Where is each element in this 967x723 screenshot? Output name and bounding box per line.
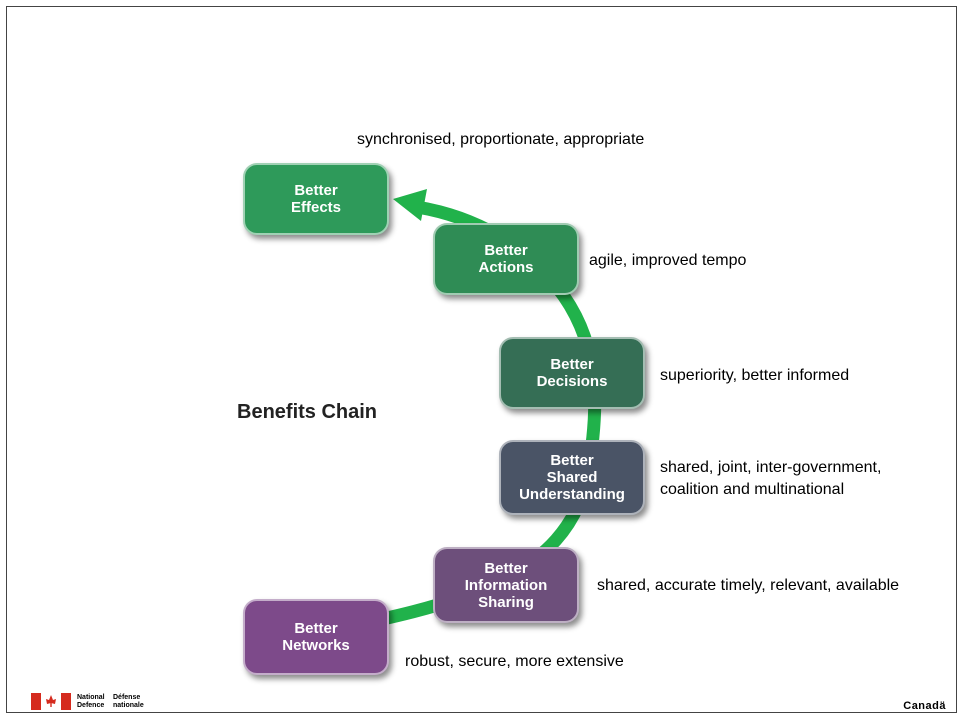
flow-arrow-head: [393, 189, 427, 221]
desc-better-networks: robust, secure, more extensive: [405, 653, 624, 670]
dept-name-en: National Defence: [77, 694, 105, 709]
desc-better-actions: agile, improved tempo: [589, 252, 747, 269]
desc-better-decisions: superiority, better informed: [660, 367, 850, 384]
canada-wordmark: Canadä: [903, 700, 946, 712]
desc-better-effects: synchronised, proportionate, appropriate: [357, 131, 645, 148]
canada-flag-icon: [31, 693, 71, 710]
stage-better-actions: Better Actions: [433, 223, 579, 295]
desc-better-information-sharing: shared, accurate timely, relevant, avail…: [597, 577, 900, 594]
stage-better-shared-understanding: Better Shared Understanding: [499, 440, 645, 515]
desc-better-shared-understanding: shared, joint, inter-government, coaliti…: [660, 459, 882, 498]
stage-better-decisions: Better Decisions: [499, 337, 645, 409]
slide: Benefits Chain Better Effects Better Act…: [6, 6, 957, 713]
stage-better-networks: Better Networks: [243, 599, 389, 675]
stage-better-information-sharing: Better Information Sharing: [433, 547, 579, 623]
stage-better-effects: Better Effects: [243, 163, 389, 235]
diagram-title: Benefits Chain: [237, 401, 378, 423]
dept-name-fr: Défense nationale: [113, 694, 144, 709]
